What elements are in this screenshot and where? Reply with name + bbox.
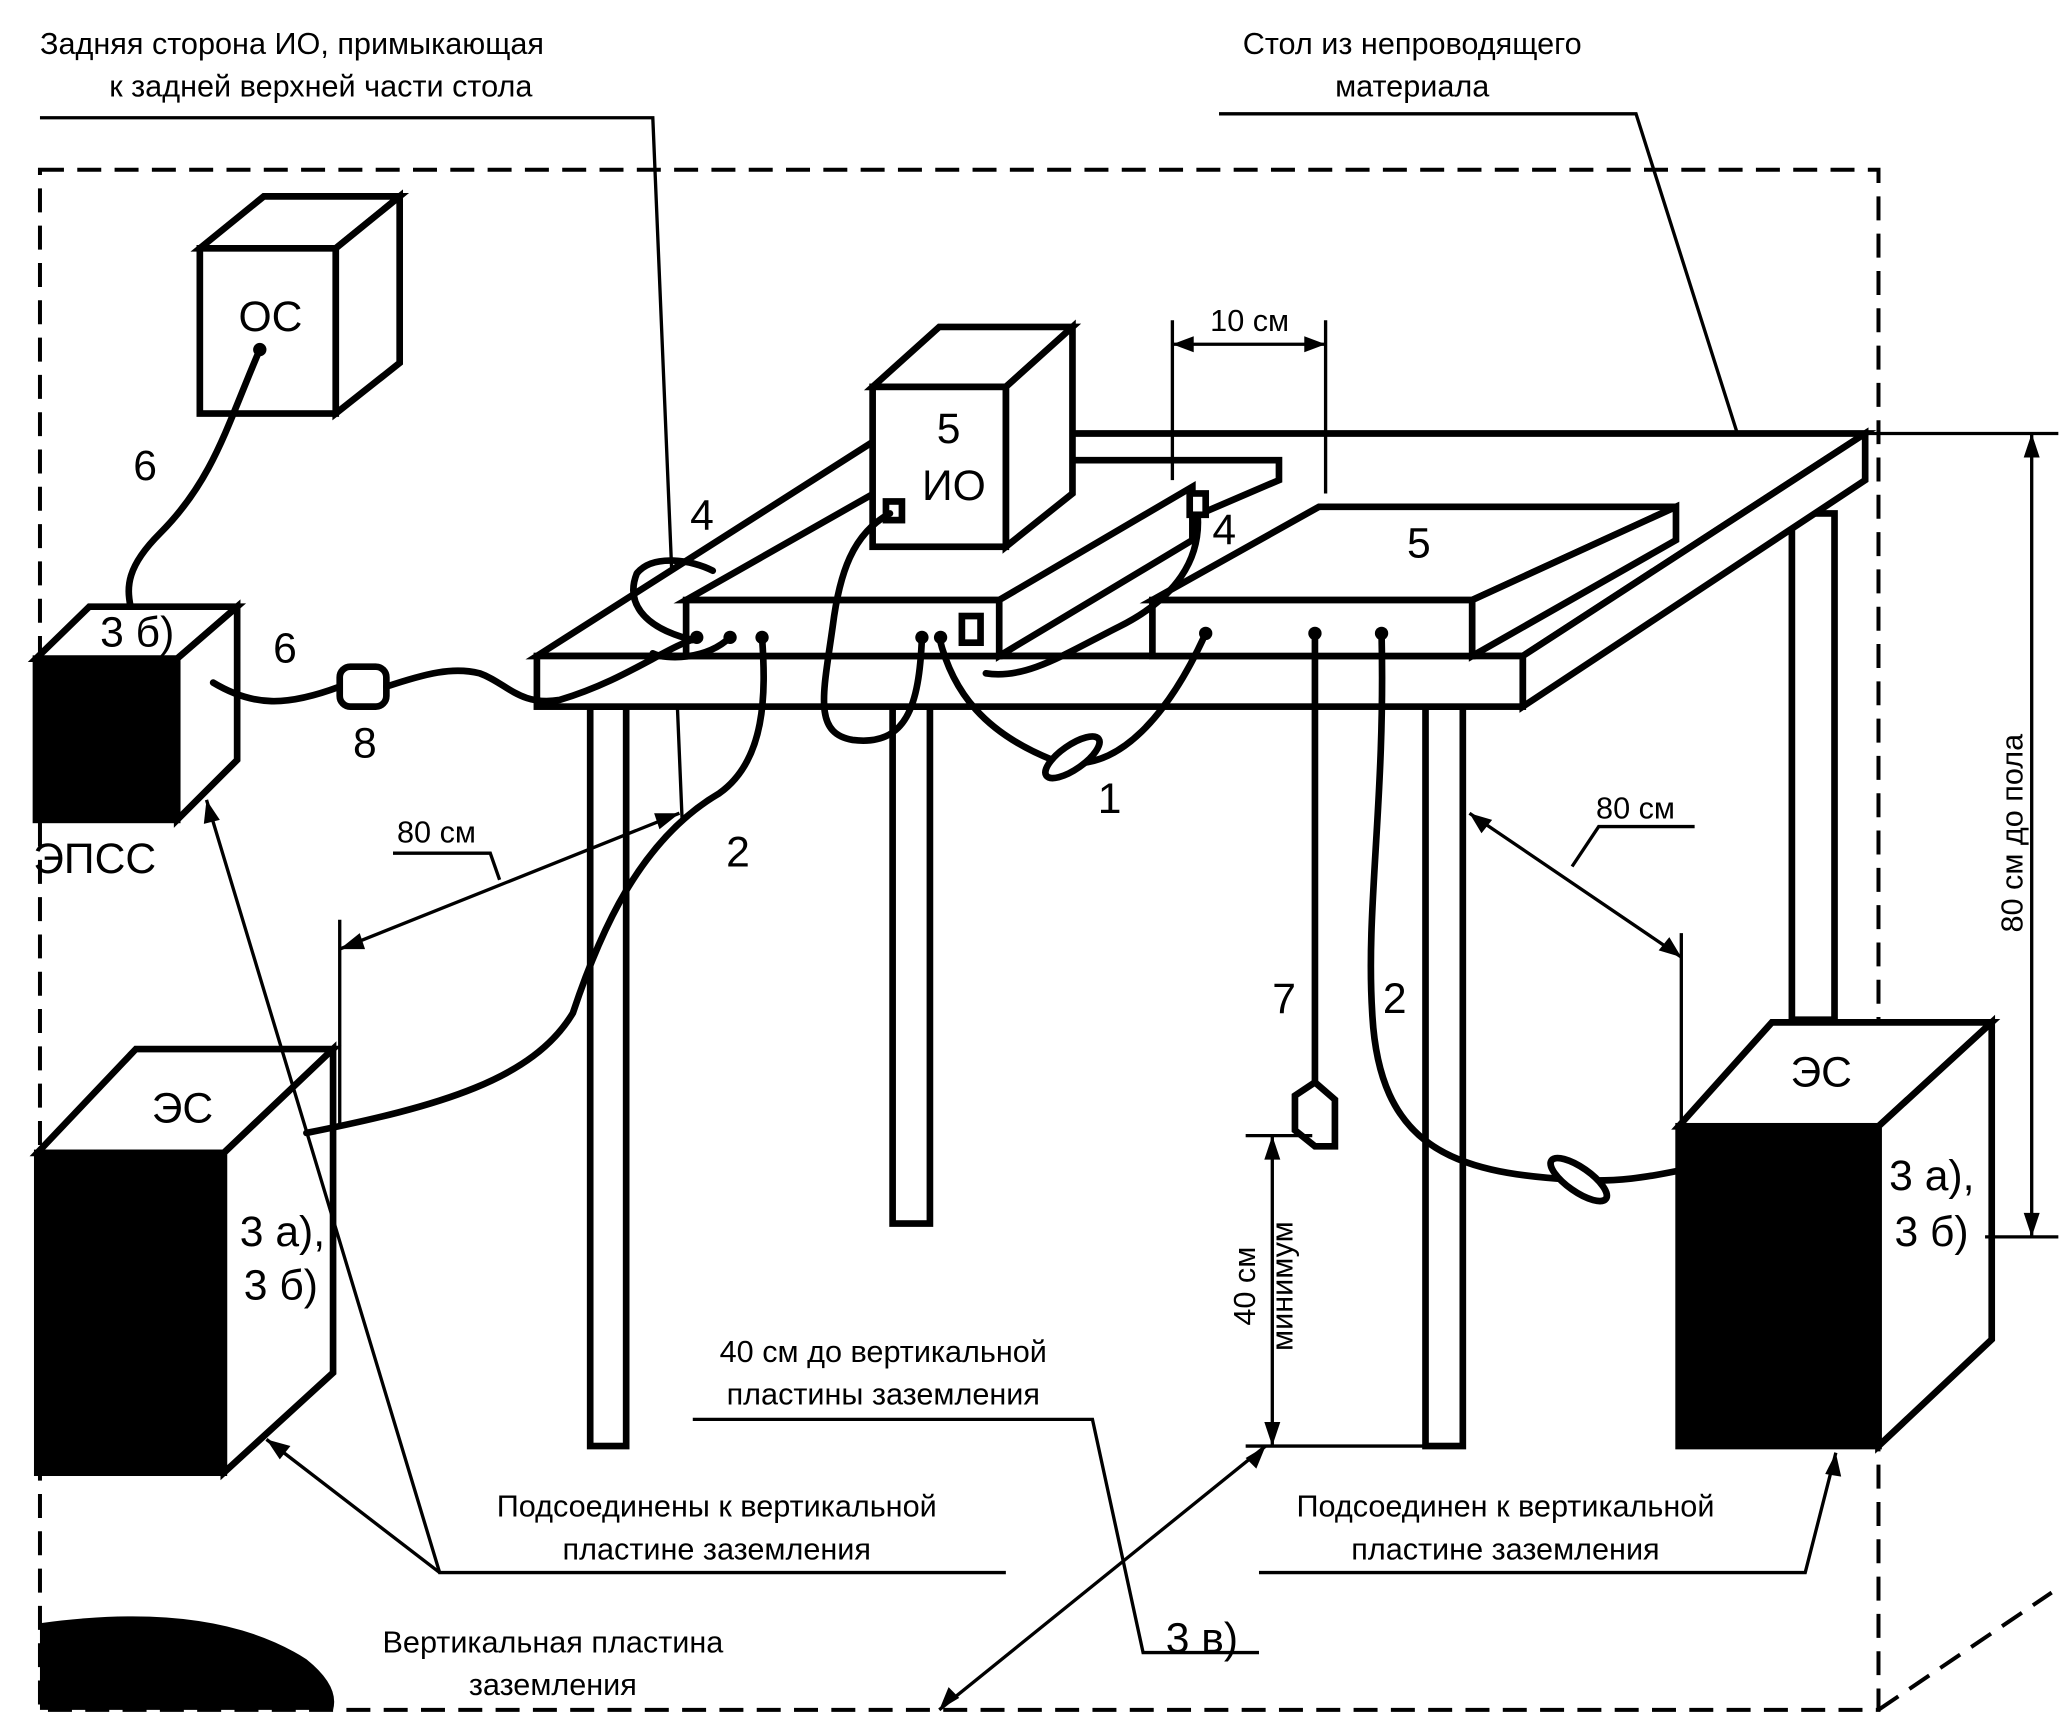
es-right-box: ЭС 3 а), 3 б) — [1671, 1014, 2001, 1454]
connected-plural-label-1: Подсоединены к вертикальной — [497, 1490, 937, 1524]
os-box: ОС — [190, 189, 410, 421]
ferrite-8 — [336, 663, 390, 710]
epss-box: 3 б) — [27, 599, 247, 828]
num-4-left: 4 — [690, 491, 714, 539]
dim-10cm: 10 см — [1210, 304, 1289, 338]
num-2-left: 2 — [726, 829, 750, 877]
cables — [125, 342, 1685, 1205]
table-label-1: Стол из непроводящего — [1243, 27, 1582, 61]
ferrite-2 — [1547, 1154, 1611, 1205]
table-label-2: материала — [1335, 69, 1490, 103]
plate-label-1: Вертикальная пластина — [382, 1626, 724, 1660]
es-right-side-2: 3 б) — [1894, 1208, 1968, 1256]
plug-7 — [1291, 1078, 1339, 1150]
connected-single-label-2: пластине заземления — [1351, 1532, 1659, 1566]
dim-40cm: 40 см — [1228, 1247, 1262, 1326]
plate-label-2: заземления — [469, 1668, 637, 1702]
ground-plate-frame — [37, 167, 1881, 1712]
num-6-mid: 6 — [273, 625, 297, 673]
eut-number: 5 — [937, 405, 961, 453]
es-left-label: ЭС — [152, 1084, 213, 1132]
es-left-box: ЭС 3 а), 3 б) — [29, 1041, 342, 1481]
platform-right-number: 5 — [1407, 519, 1431, 567]
es-left-side-2: 3 б) — [244, 1261, 318, 1309]
ferrite-1 — [1042, 733, 1103, 782]
es-right-side-1: 3 а), — [1889, 1152, 1974, 1200]
dimensions — [204, 320, 2059, 1712]
eut-box: 5 ИО — [863, 319, 1082, 554]
num-3v: 3 в) — [1166, 1615, 1238, 1663]
dim-80cm-left: 80 см — [397, 816, 476, 850]
os-label: ОС — [238, 293, 302, 341]
rear-side-label-1: Задняя сторона ИО, примыкающая — [40, 27, 544, 61]
epss-label: ЭПСС — [33, 835, 156, 883]
table-legs — [586, 510, 1838, 1450]
num-4-right: 4 — [1212, 506, 1236, 554]
arrowheads — [203, 336, 2040, 1710]
num-6-top: 6 — [133, 442, 157, 490]
epss-top-label: 3 б) — [100, 609, 174, 657]
platform-right: 5 — [1139, 501, 1680, 662]
connected-plural-label-2: пластине заземления — [563, 1532, 871, 1566]
dim-minimum: минимум — [1265, 1221, 1299, 1351]
to-plate-label-1: 40 см до вертикальной — [720, 1335, 1047, 1369]
to-plate-label-2: пластины заземления — [727, 1378, 1040, 1412]
table-leader — [1219, 112, 1750, 468]
floor-blob — [39, 1616, 335, 1710]
num-8: 8 — [353, 719, 377, 767]
es-right-label: ЭС — [1790, 1048, 1851, 1096]
ground-plate-edge — [1877, 1590, 2053, 1712]
eut-label: ИО — [922, 462, 986, 510]
num-7: 7 — [1272, 975, 1296, 1023]
num-2-right: 2 — [1383, 975, 1407, 1023]
rear-side-label-2: к задней верхней части стола — [109, 69, 533, 103]
dim-80cm-floor: 80 см до пола — [1995, 733, 2029, 933]
num-1: 1 — [1098, 775, 1122, 823]
connected-single-label-1: Подсоединен к вертикальной — [1296, 1490, 1714, 1524]
dim-80cm-right: 80 см — [1596, 792, 1675, 826]
es-left-side-1: 3 а), — [240, 1208, 325, 1256]
